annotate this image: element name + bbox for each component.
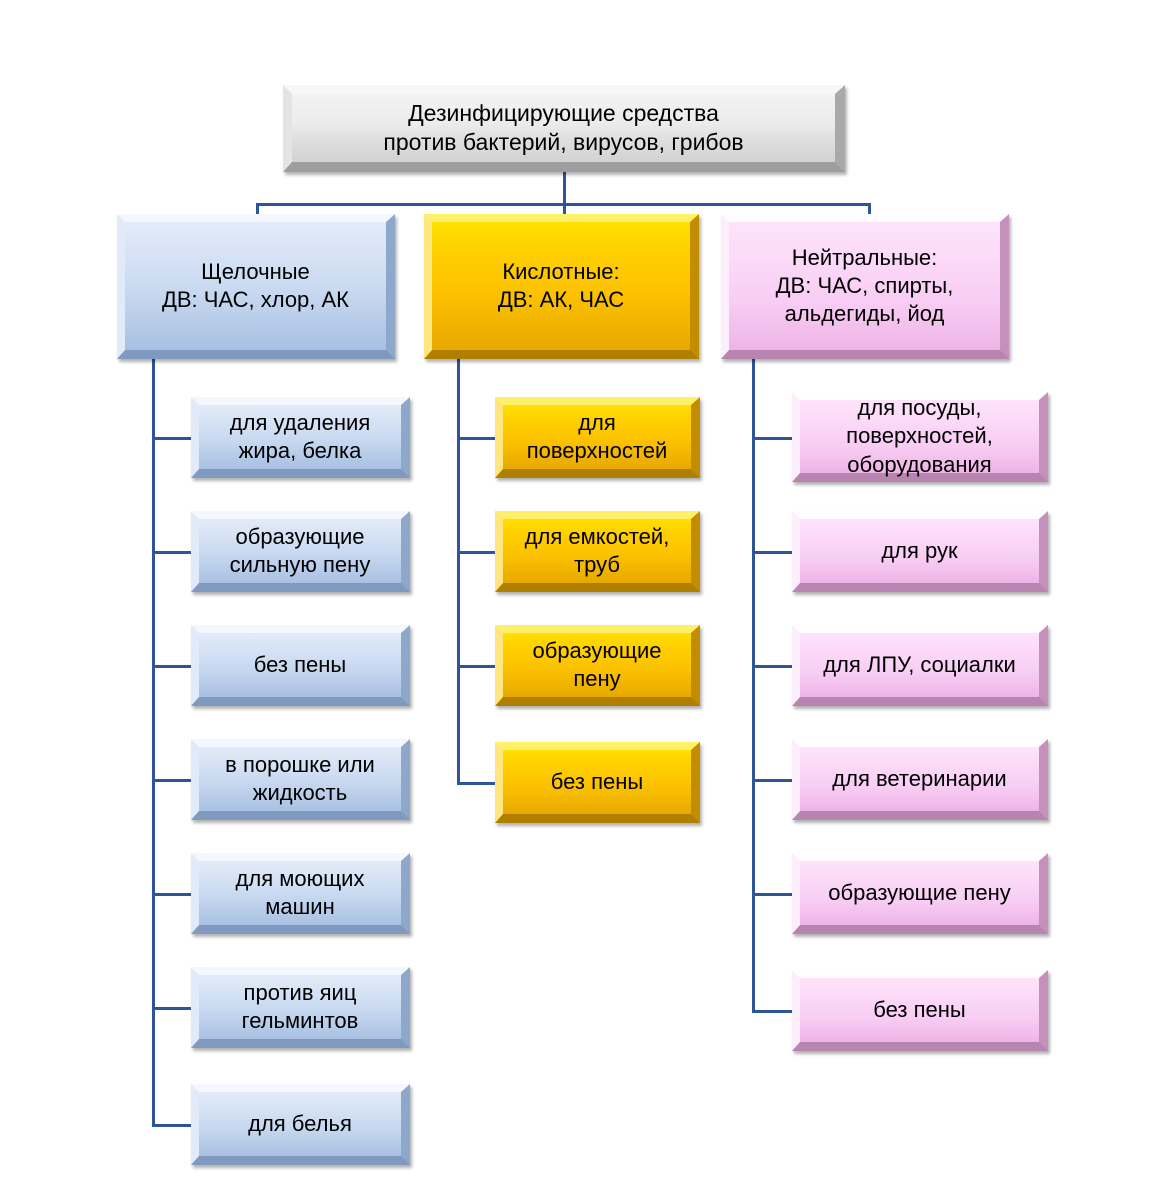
leaf-acidic-1[interactable]: для поверхностей	[495, 397, 700, 478]
connector-stub-acidic-1	[457, 437, 497, 440]
connector-stub-alkaline-4	[152, 779, 192, 782]
leaf-alkaline-3[interactable]: без пены	[191, 625, 410, 706]
connector-drop-acidic	[563, 203, 566, 219]
connector-stub-neutral-5	[752, 893, 794, 896]
leaf-acidic-3[interactable]: образующие пену	[495, 625, 700, 706]
connector-stub-alkaline-2	[152, 551, 192, 554]
connector-drop-neutral	[868, 203, 871, 219]
connector-spine-alkaline	[152, 358, 155, 1126]
connector-stub-alkaline-1	[152, 437, 192, 440]
branch-header-neutral[interactable]: Нейтральные: ДВ: ЧАС, спирты, альдегиды,…	[721, 214, 1009, 359]
connector-stub-alkaline-6	[152, 1007, 192, 1010]
leaf-alkaline-6[interactable]: против яиц гельминтов	[191, 967, 410, 1048]
leaf-acidic-2[interactable]: для емкостей, труб	[495, 511, 700, 592]
connector-stub-alkaline-3	[152, 665, 192, 668]
connector-stub-alkaline-5	[152, 893, 192, 896]
connector-spine-neutral	[752, 358, 755, 1012]
connector-stub-neutral-3	[752, 665, 794, 668]
connector-drop-alkaline	[256, 203, 259, 219]
leaf-alkaline-7[interactable]: для белья	[191, 1084, 410, 1165]
connector-stub-neutral-2	[752, 551, 794, 554]
leaf-neutral-4[interactable]: для ветеринарии	[792, 739, 1048, 820]
leaf-neutral-1[interactable]: для посуды, поверхностей, оборудования	[792, 392, 1048, 482]
connector-spine-acidic	[457, 358, 460, 784]
leaf-alkaline-4[interactable]: в порошке или жидкость	[191, 739, 410, 820]
connector-stub-neutral-1	[752, 437, 794, 440]
connector-stub-neutral-4	[752, 779, 794, 782]
connector-stub-acidic-4	[457, 782, 497, 785]
leaf-acidic-4[interactable]: без пены	[495, 742, 700, 823]
leaf-alkaline-2[interactable]: образующие сильную пену	[191, 511, 410, 592]
leaf-neutral-3[interactable]: для ЛПУ, социалки	[792, 625, 1048, 706]
connector-stub-alkaline-7	[152, 1124, 192, 1127]
leaf-alkaline-1[interactable]: для удаления жира, белка	[191, 397, 410, 478]
leaf-neutral-6[interactable]: без пены	[792, 970, 1048, 1051]
root-node[interactable]: Дезинфицирующие средства против бактерий…	[283, 85, 845, 172]
leaf-neutral-5[interactable]: образующие пену	[792, 853, 1048, 934]
connector-stub-acidic-3	[457, 665, 497, 668]
connector-stub-neutral-6	[752, 1010, 794, 1013]
leaf-alkaline-5[interactable]: для моющих машин	[191, 853, 410, 934]
branch-header-acidic[interactable]: Кислотные: ДВ: АК, ЧАС	[424, 214, 699, 359]
connector-stub-acidic-2	[457, 551, 497, 554]
branch-header-alkaline[interactable]: Щелочные ДВ: ЧАС, хлор, АК	[117, 214, 395, 359]
connector-root-stem	[563, 170, 566, 205]
leaf-neutral-2[interactable]: для рук	[792, 511, 1048, 592]
